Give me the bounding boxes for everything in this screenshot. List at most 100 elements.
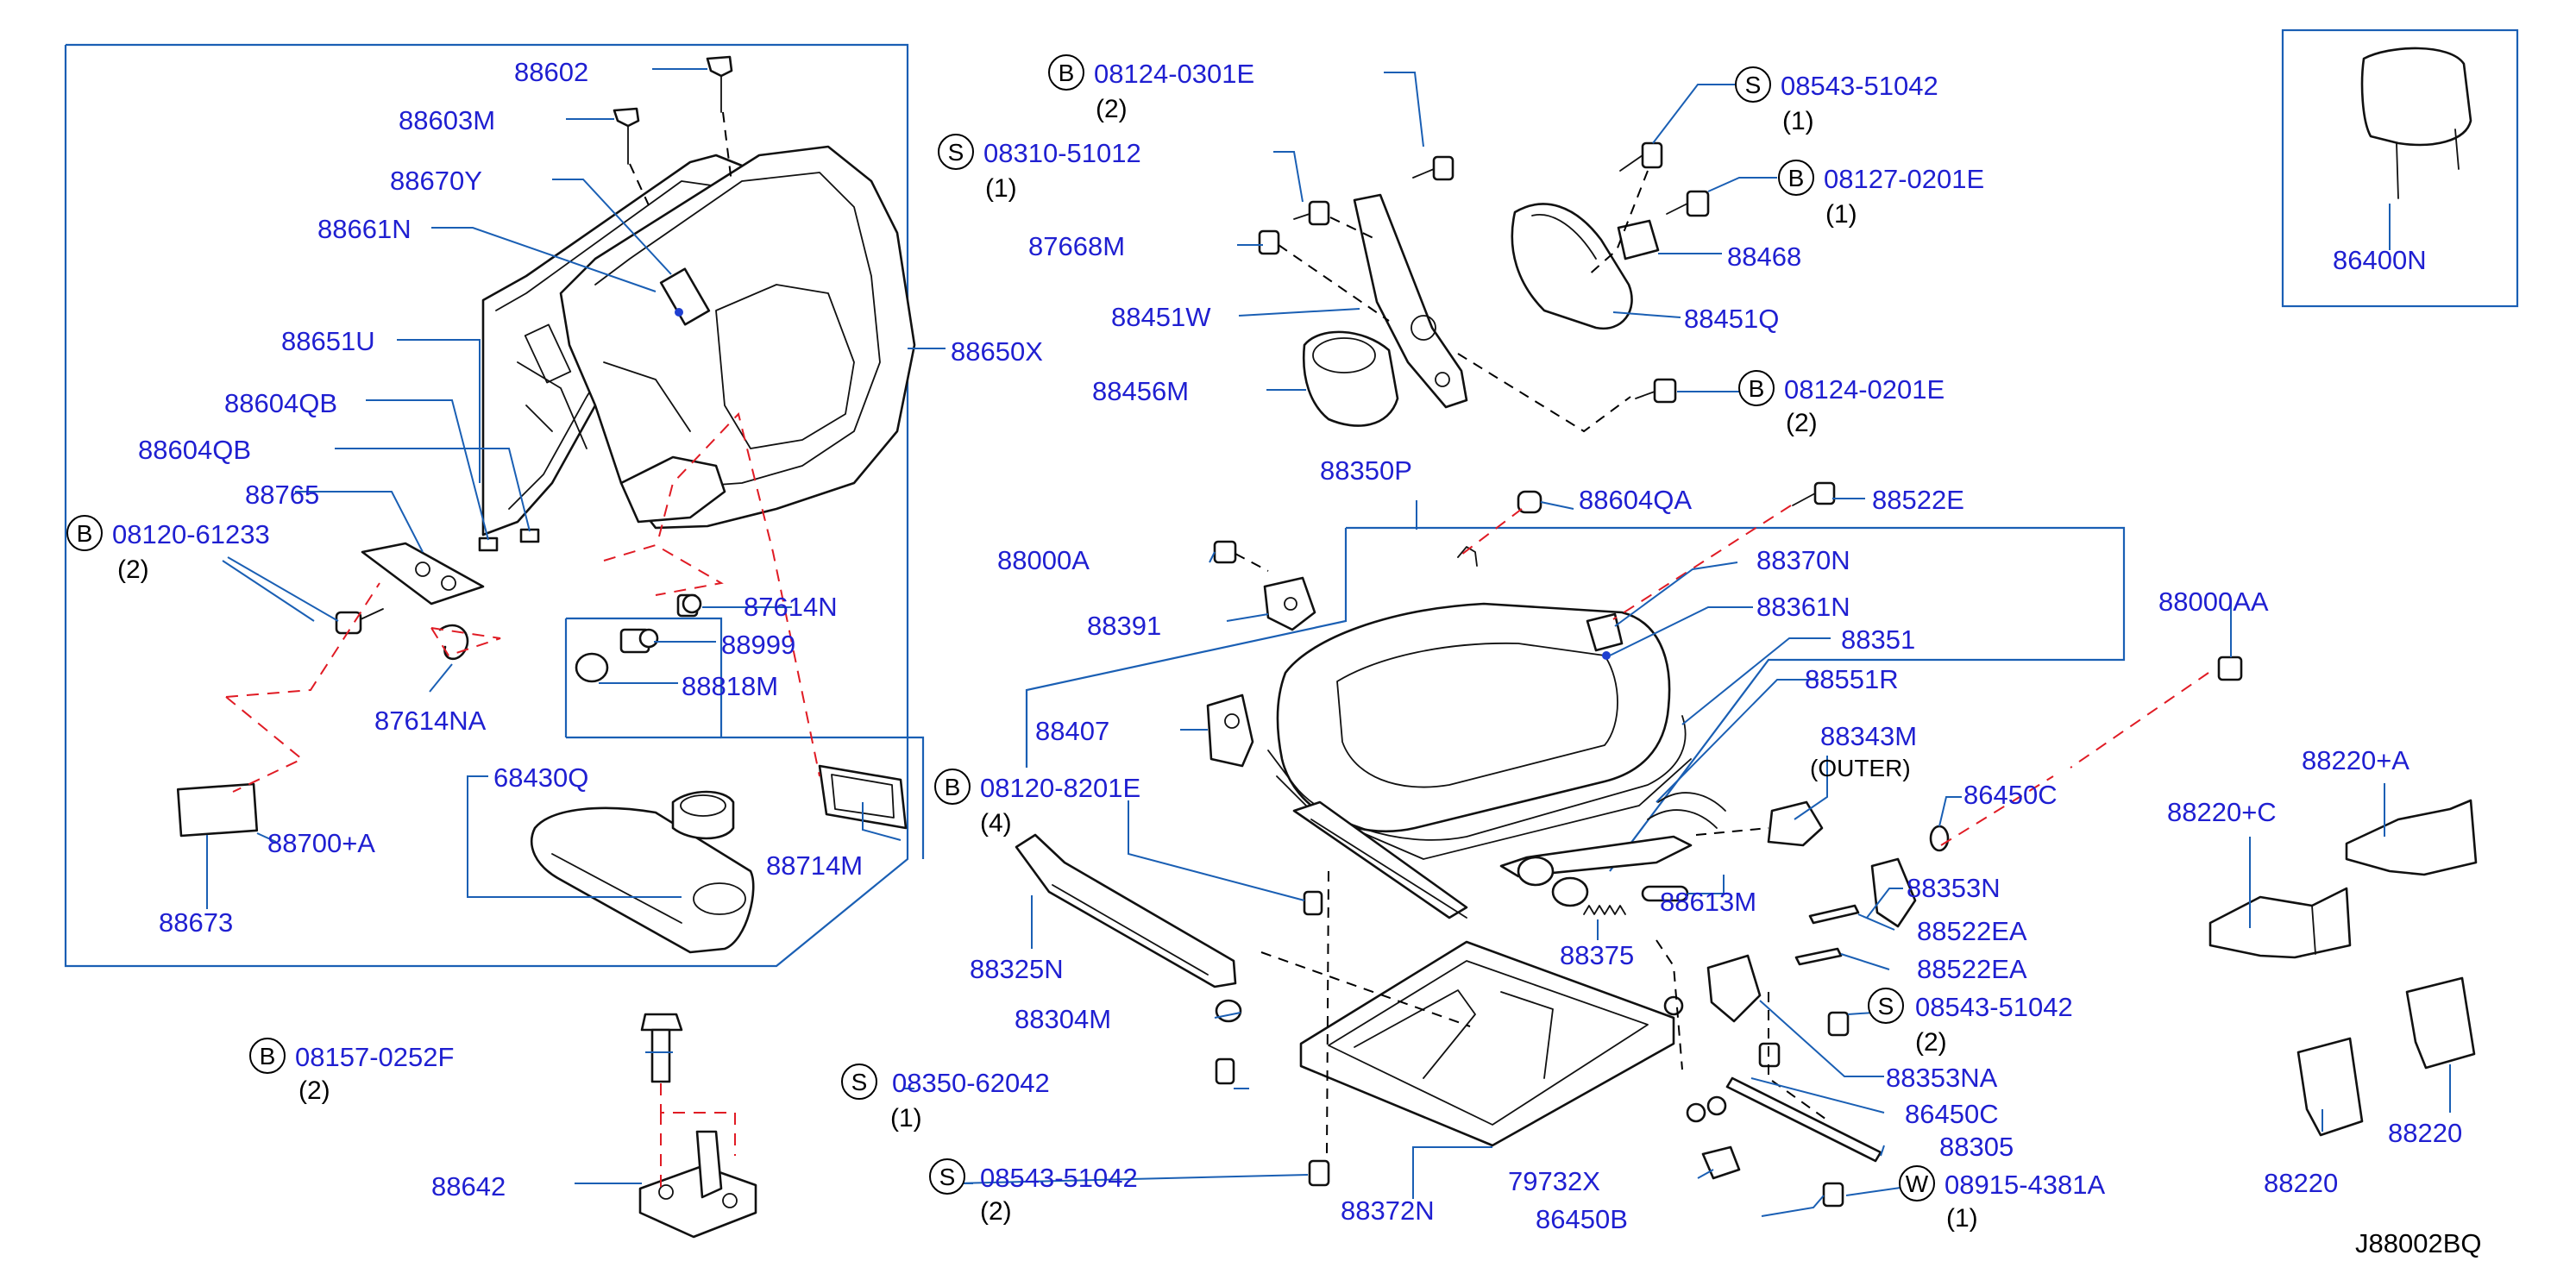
panel-88714M-part [818,764,908,830]
pin-dash-2 [629,163,650,206]
label-88305: 88305 [1939,1132,2014,1162]
fastener-2-letter: S [948,139,964,166]
label-87614NA: 87614NA [374,706,487,736]
label-88603M: 88603M [399,105,495,135]
fastener-8-letter: S [1878,993,1894,1020]
latch-marker [675,308,683,317]
fastener-1-pn: 08124-0301E [1094,59,1254,89]
seatback-latch-part [659,267,711,326]
label-88372N: 88372N [1341,1195,1435,1226]
recliner-arm-88451W-part [1353,193,1468,409]
panel-88220C-part [2208,887,2352,959]
diagram-code: J88002BQ [2355,1228,2482,1258]
red-lead-floor [660,1083,736,1156]
fastener-8-qty: (2) [1915,1028,1947,1057]
pan-dash-4 [1768,992,1830,1122]
label-88522EA-a: 88522EA [1917,916,2027,946]
label-88343M: 88343M [1820,721,1917,751]
red-lead-88000AA-2 [2070,672,2209,769]
fastener-callout-3: S 08543-51042 (1) [1735,66,1938,135]
label-88673: 88673 [159,907,233,938]
fastener-5-letter: B [1749,375,1765,402]
fastener-callout-7: B 08120-8201E (4) [934,769,1140,838]
rail-88325N-part [1015,833,1237,988]
label-88353NA: 88353NA [1886,1063,1998,1093]
recliner-dash-2 [1329,216,1374,239]
fastener-6-letter: B [77,520,93,547]
panel-88220-b-part [2405,976,2476,1070]
fastener-3-pn: 08543-51042 [1781,71,1938,101]
fastener-2-qty: (1) [985,174,1017,203]
seatback-pad-drawing [559,145,916,530]
cushion-group-outline [1346,526,2126,872]
fastener-12-pn: 08915-4381A [1945,1170,2105,1200]
headrest-86400N-part [2360,47,2472,199]
label-88604QA: 88604QA [1579,485,1692,515]
red-lead-5 [603,543,724,596]
cushion-dash-1 [1695,827,1769,836]
label-88000AA: 88000AA [2158,587,2269,617]
label-88714M: 88714M [766,850,863,881]
hook-88350P-part [1457,546,1478,567]
fastener-5-pn: 08124-0201E [1784,374,1945,405]
label-88304M: 88304M [1015,1004,1111,1034]
label-88602: 88602 [514,57,588,87]
bracket-88642-part [638,1130,757,1239]
fastener-4-letter: B [1788,165,1805,191]
fastener-2-pn: 08310-51012 [983,138,1141,168]
fastener-3-qty: (1) [1782,107,1814,135]
pin-dash-1 [722,111,732,184]
label-88351: 88351 [1841,624,1915,655]
fastener-11-qty: (2) [980,1197,1012,1226]
fastener-9-pn: 08157-0252F [295,1042,454,1072]
seat-cushion-88361N-part [1276,602,1671,832]
harness-88551R-part [1647,792,1726,829]
fastener-callout-9: B 08157-0252F (2) [249,1038,454,1105]
label-86450C-b: 86450C [1905,1099,1999,1129]
recliner-bolts-part [1258,141,1710,404]
red-lead-1 [225,582,380,698]
cup-holder-part [671,790,735,840]
label-88000A: 88000A [997,545,1090,575]
fastener-9-letter: B [260,1043,276,1070]
label-88391: 88391 [1087,611,1161,641]
headrest-box [2281,28,2519,308]
panel-88220-a-part [2296,1037,2364,1137]
leader-lines [206,68,2451,1217]
label-88325N: 88325N [970,954,1064,984]
label-88451W: 88451W [1111,302,1211,332]
label-88361N: 88361N [1756,592,1850,622]
red-lead-4 [658,411,820,777]
bracket-88391-part [1263,576,1316,631]
label-88375: 88375 [1560,940,1634,970]
label-88350P: 88350P [1320,455,1412,486]
fastener-1-letter: B [1059,60,1075,86]
red-lead-2 [225,696,304,793]
fastener-6-qty: (2) [117,555,149,584]
pin-88522EA-parts [1794,904,1860,966]
label-88765: 88765 [245,480,319,510]
label-88370N: 88370N [1756,545,1850,575]
fastener-7-qty: (4) [980,809,1012,838]
bolt-88522E-part [1792,481,1836,506]
label-88522EA-b: 88522EA [1917,954,2027,984]
recliner-dash-3 [1586,170,1649,277]
label-outer-note: (OUTER) [1810,755,1911,781]
label-86450C-a: 86450C [1963,780,2058,810]
label-87614N: 87614N [744,592,838,622]
pin-88603M-part [613,107,640,165]
fastener-callout-4: B 08127-0201E (1) [1778,160,1984,229]
label-88220-a: 88220 [2264,1168,2338,1198]
label-88670Y: 88670Y [390,166,482,196]
label-88651U: 88651U [281,326,375,356]
pan-dash-1 [1326,870,1329,1157]
label-86450B: 86450B [1536,1204,1628,1234]
fastener-3-letter: S [1745,72,1762,98]
bolt-08120-61233-part [335,608,384,635]
fastener-11-pn: 08543-51042 [980,1163,1138,1193]
recliner-dash-1 [1278,244,1390,322]
fastener-12-letter: W [1906,1170,1929,1197]
seat-pan-88372N-part [1299,940,1675,1147]
label-88604QB-b: 88604QB [138,435,251,465]
